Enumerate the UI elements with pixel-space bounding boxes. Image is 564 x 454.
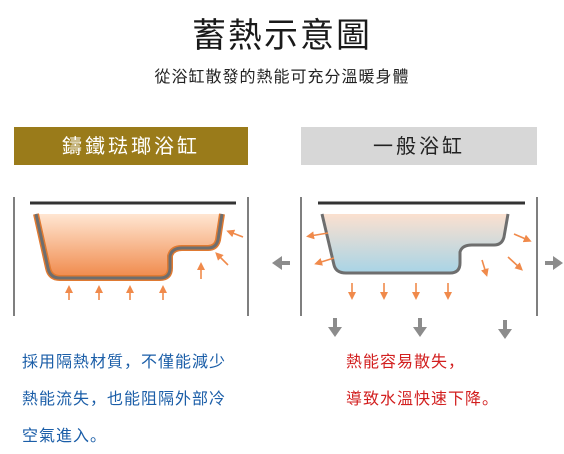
arrow-left-icon [272,256,290,270]
arrow-down-icon [328,318,342,337]
cold-escape-arrows [272,256,563,339]
cast-iron-tub-water [36,214,222,278]
page-subtitle: 從浴缸散發的熱能可充分溫暖身體 [154,67,410,86]
general-tub-panel [272,197,563,339]
general-tub-description: 熱能容易散失， 導致水溫快速下降。 [346,352,500,408]
cast-iron-tub-body [34,213,224,280]
arrow-down-icon [413,318,427,337]
left-panel-frame [13,197,249,316]
general-tub-body [320,213,510,275]
heat-escaping-arrows [306,231,532,300]
cast-iron-tub-panel [13,197,249,316]
cast-iron-tub-label: 鑄鐵琺瑯浴缸 [14,127,248,165]
arrow-down-icon [498,320,512,339]
right-panel-frame [300,197,538,316]
general-tub-label: 一般浴缸 [301,127,537,165]
heat-retained-arrows [65,229,244,300]
general-tub-water [322,214,508,273]
cast-iron-description: 採用隔熱材質，不僅能減少 熱能流失，也能阻隔外部冷 空氣進入。 [22,352,227,445]
page-title: 蓄熱示意圖 [192,16,372,56]
arrow-right-icon [545,256,563,270]
